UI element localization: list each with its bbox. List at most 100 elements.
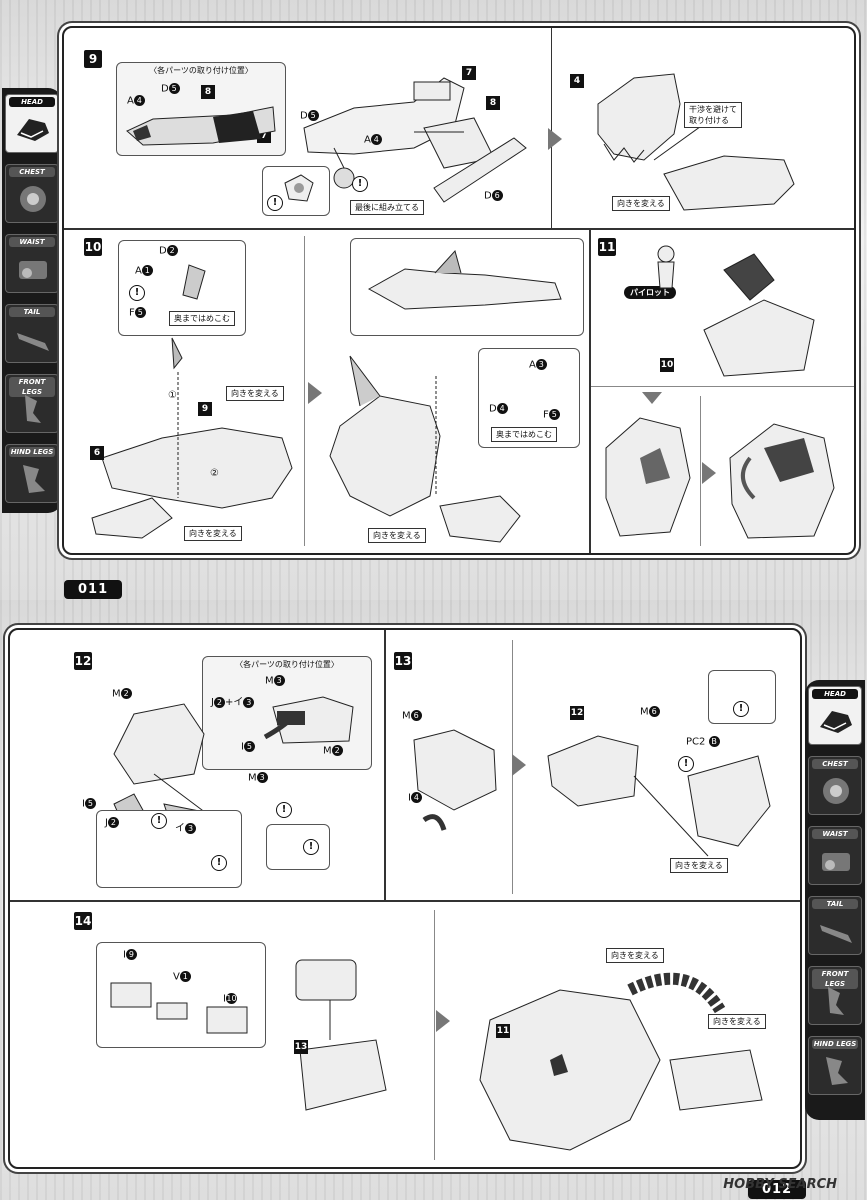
row-divider bbox=[10, 900, 800, 902]
part-ref: 12 bbox=[570, 706, 584, 720]
section-sidebar: HEAD CHEST WAIST TAIL FRONT LEGS HIND LE… bbox=[2, 88, 62, 513]
caution-icon: ! bbox=[678, 756, 694, 772]
hind-legs-icon bbox=[826, 1057, 848, 1085]
fin-part bbox=[182, 264, 206, 300]
part-ref: 4 bbox=[570, 74, 584, 88]
tab-head[interactable]: HEAD bbox=[808, 686, 862, 745]
tab-tail[interactable]: TAIL bbox=[5, 304, 59, 363]
next-arrow bbox=[308, 382, 322, 404]
col-divider-thin bbox=[304, 236, 305, 546]
section-sidebar: HEAD CHEST WAIST TAIL FRONT LEGS HIND LE… bbox=[805, 680, 865, 1120]
caution-icon: ! bbox=[303, 839, 319, 855]
part-label: PC2 B bbox=[686, 736, 720, 748]
next-arrow bbox=[702, 462, 716, 484]
head-assembly-illustration bbox=[597, 73, 795, 211]
callout-turn: 向きを変える bbox=[708, 1014, 766, 1029]
caution-inset: ! bbox=[266, 824, 330, 870]
col-divider bbox=[384, 630, 386, 900]
callout-turn: 向きを変える bbox=[368, 528, 426, 543]
tail-icon bbox=[17, 333, 49, 351]
part-ref: 13 bbox=[294, 1040, 308, 1054]
caution-icon: ! bbox=[352, 176, 368, 192]
step-number-badge: 11 bbox=[598, 238, 616, 256]
chest-assembly-illustration bbox=[547, 735, 771, 857]
col-divider-thin bbox=[434, 910, 435, 1160]
tab-waist[interactable]: WAIST bbox=[5, 234, 59, 293]
chest-icon bbox=[823, 778, 849, 804]
col-divider bbox=[589, 230, 591, 553]
caution-icon: ! bbox=[733, 701, 749, 717]
part-label: 8 bbox=[201, 85, 215, 99]
next-arrow bbox=[436, 1010, 450, 1032]
head-closed-illustration bbox=[605, 417, 691, 537]
part-ref: 8 bbox=[486, 96, 500, 110]
tab-hind-legs[interactable]: HIND LEGS bbox=[5, 444, 59, 503]
callout-assemble-last: 最後に組み立てる bbox=[350, 200, 424, 215]
callout-press-in: 奥まではめこむ bbox=[169, 311, 235, 326]
step-number-badge: 13 bbox=[394, 652, 412, 670]
callout-turn: 向きを変える bbox=[226, 386, 284, 401]
tab-waist[interactable]: WAIST bbox=[808, 826, 862, 885]
callout-turn: 向きを変える bbox=[184, 526, 242, 541]
shark-head-icon bbox=[17, 119, 49, 141]
chest-icon bbox=[20, 186, 46, 212]
pilot-label: パイロット bbox=[624, 286, 676, 299]
col-divider-thin bbox=[700, 396, 701, 546]
next-arrow bbox=[548, 128, 562, 150]
page-number: 012 bbox=[748, 1180, 807, 1199]
tab-head[interactable]: HEAD bbox=[5, 94, 59, 153]
tab-tail[interactable]: TAIL bbox=[808, 896, 862, 955]
caution-icon: ! bbox=[267, 195, 283, 211]
row-divider-thin bbox=[591, 386, 854, 387]
callout-avoid-interference: 干渉を避けて 取り付ける bbox=[684, 102, 742, 128]
tab-front-legs[interactable]: FRONT LEGS bbox=[5, 374, 59, 433]
tab-chest[interactable]: CHEST bbox=[5, 164, 59, 223]
page-011: HEAD CHEST WAIST TAIL FRONT LEGS HIND LE… bbox=[0, 0, 867, 600]
hind-legs-icon bbox=[23, 465, 45, 493]
waist-icon bbox=[19, 261, 47, 279]
caution-inset: ! bbox=[262, 166, 330, 216]
part-ref: 6 bbox=[90, 446, 104, 460]
callout-turn: 向きを変える bbox=[612, 196, 670, 211]
callout-turn: 向きを変える bbox=[606, 948, 664, 963]
tab-hind-legs[interactable]: HIND LEGS bbox=[808, 1036, 862, 1095]
waist-icon bbox=[822, 853, 850, 871]
weapon-mount-illustration bbox=[295, 959, 387, 1111]
page-number: 011 bbox=[64, 580, 123, 599]
front-legs-icon bbox=[828, 987, 844, 1015]
tab-chest[interactable]: CHEST bbox=[808, 756, 862, 815]
shark-preview-illustration bbox=[367, 249, 562, 310]
caution-inset: ! bbox=[708, 670, 776, 724]
caution-icon: ! bbox=[151, 813, 167, 829]
shark-head-illustration bbox=[91, 337, 293, 539]
caution-icon: ! bbox=[211, 855, 227, 871]
tab-front-legs[interactable]: FRONT LEGS bbox=[808, 966, 862, 1025]
step-number-badge: 14 bbox=[74, 912, 92, 930]
part-ref: 10 bbox=[660, 358, 674, 372]
cockpit-inset-illustration bbox=[263, 696, 354, 744]
m6-assembly-illustration bbox=[413, 729, 497, 831]
front-legs-icon bbox=[25, 395, 41, 423]
